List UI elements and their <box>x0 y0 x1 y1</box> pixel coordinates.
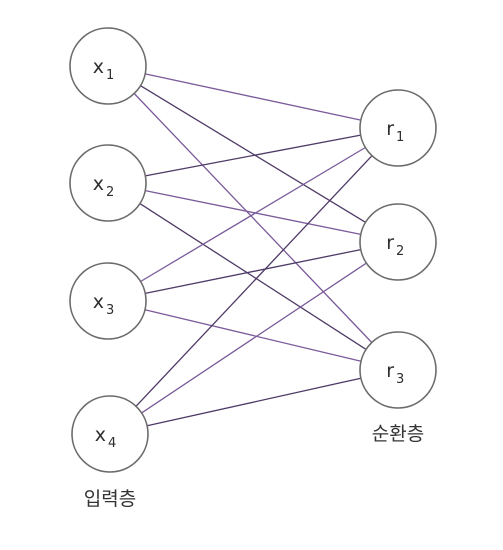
input-node-x4-label: x <box>95 424 106 446</box>
recurrent-node-r3: r 3 <box>359 331 437 409</box>
recurrent-node-r1: r 1 <box>359 89 437 167</box>
edge-x1-r2 <box>139 85 367 223</box>
input-node-x4-subscript: 4 <box>108 436 116 451</box>
recurrent-node-r3-label: r <box>386 360 394 382</box>
edge-x3-r2 <box>144 248 362 295</box>
connection-lines <box>133 73 373 427</box>
recurrent-node-r3-subscript: 3 <box>396 372 404 387</box>
input-node-x2: x 2 <box>69 144 147 222</box>
edge-x2-r1 <box>144 134 362 177</box>
input-node-x3: x 3 <box>69 262 147 340</box>
input-node-x1-subscript: 1 <box>106 68 114 83</box>
recurrent-node-r2-subscript: 2 <box>396 244 404 259</box>
recurrent-node-r2: r 2 <box>359 203 437 281</box>
edge-x2-r3 <box>139 202 367 351</box>
edge-x4-r2 <box>140 262 368 414</box>
recurrent-layer: r 1 r 2 r 3 <box>359 89 437 409</box>
input-node-x1: x 1 <box>69 27 147 105</box>
edge-x1-r1 <box>144 73 362 121</box>
edge-x3-r3 <box>144 309 362 362</box>
recurrent-layer-label: 순환층 <box>372 423 424 445</box>
input-node-x3-label: x <box>93 291 104 313</box>
input-node-x2-label: x <box>93 173 104 195</box>
recurrent-node-r2-label: r <box>386 232 394 254</box>
input-node-x2-subscript: 2 <box>106 185 114 200</box>
recurrent-node-r1-label: r <box>386 118 394 140</box>
edge-x2-r2 <box>144 189 362 236</box>
input-node-x4: x 4 <box>71 395 149 473</box>
edge-x4-r3 <box>146 377 362 427</box>
input-node-x3-subscript: 3 <box>106 303 114 318</box>
edge-x3-r1 <box>139 146 367 283</box>
input-node-x1-label: x <box>93 56 104 78</box>
edge-x4-r1 <box>135 155 373 407</box>
input-layer: x 1 x 2 x 3 x 4 <box>69 27 149 473</box>
input-layer-label: 입력층 <box>84 488 136 510</box>
recurrent-node-r1-subscript: 1 <box>396 130 404 145</box>
edge-x1-r3 <box>133 92 373 344</box>
